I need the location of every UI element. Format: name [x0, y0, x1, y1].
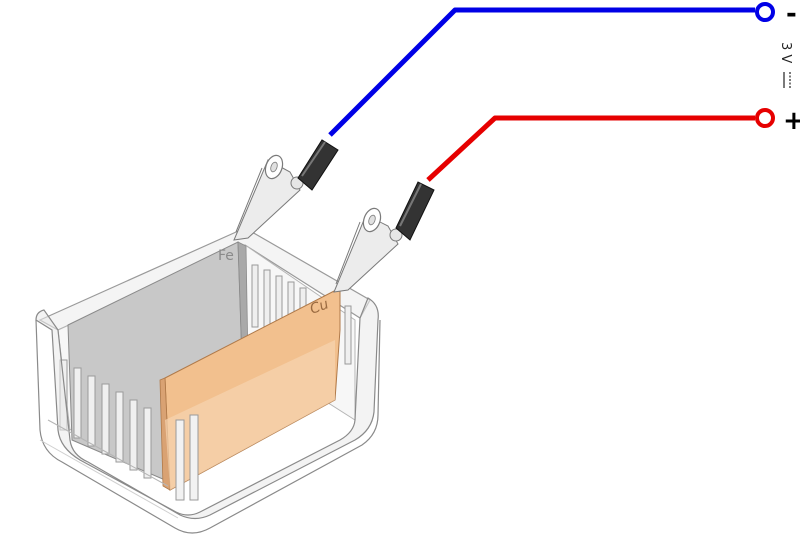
- positive-terminal[interactable]: [755, 108, 775, 128]
- copper-electrode: [159, 287, 341, 491]
- alligator-clip-icon[interactable]: [333, 181, 435, 293]
- negative-wire: [328, 7, 755, 137]
- beaker-front: [35, 297, 381, 534]
- negative-sign: -: [786, 0, 797, 29]
- negative-terminal[interactable]: [755, 2, 775, 22]
- copper-label: Cu: [308, 296, 331, 317]
- positive-sign: +: [783, 106, 800, 136]
- dc-symbol-icon: [783, 72, 791, 88]
- positive-wire: [426, 115, 755, 182]
- alligator-clip-icon[interactable]: [233, 139, 339, 241]
- iron-label: Fe: [218, 248, 234, 264]
- voltage-label: 3 V: [778, 42, 793, 63]
